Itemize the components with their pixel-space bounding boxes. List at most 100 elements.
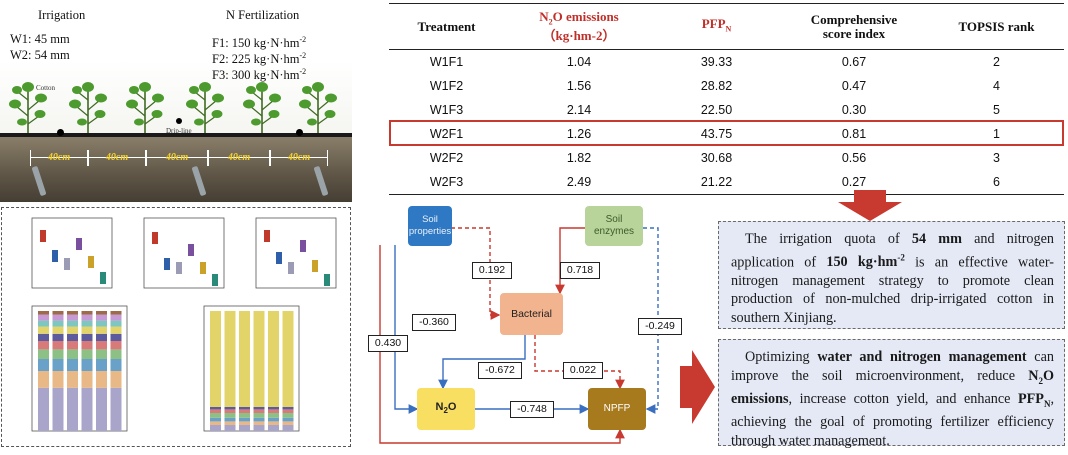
sky-background	[0, 60, 352, 140]
boxplot-box	[152, 232, 158, 244]
stacked-segment	[52, 320, 64, 327]
boxplot-box	[188, 244, 194, 256]
n2o-node-o: O	[447, 400, 457, 413]
stacked-segment	[52, 333, 64, 341]
stacked-segment	[38, 341, 49, 350]
pfp-header-text: PFP	[701, 15, 726, 31]
stacked-segment	[96, 314, 107, 321]
box1-bold-nitrogen-value: 150 kg·hm	[826, 254, 898, 271]
boxplot-box	[176, 262, 182, 274]
spacing-label: 40cm	[105, 152, 129, 163]
cell-pfp: 28.82	[700, 78, 733, 93]
right-arrow-icon	[680, 350, 715, 424]
cotton-plant-icon	[8, 76, 48, 138]
node-bacterial: Bacterial	[500, 293, 563, 335]
stacked-segment	[81, 371, 93, 388]
stacked-segment	[224, 425, 236, 431]
conclusion-box-2: Optimizing water and nitrogen management…	[718, 339, 1065, 449]
boxplot-box	[76, 238, 82, 250]
boxplot-box	[164, 258, 170, 270]
stacked-segment	[67, 314, 78, 321]
box2-text-2: can improve the soil microenvironment, r…	[731, 349, 1054, 384]
stacked-segment	[268, 425, 279, 431]
stacked-segment	[52, 311, 64, 315]
box2-bold-management: water and nitrogen management	[817, 349, 1027, 365]
cell-treatment: W2F1	[429, 127, 464, 142]
box2-n2o-n: N	[1028, 367, 1039, 384]
best-treatment-highlight	[389, 120, 1064, 146]
stacked-segment	[210, 311, 221, 407]
stacked-segment	[52, 349, 64, 359]
irrigation-w2: W2: 54 mm	[10, 48, 70, 62]
stacked-segment	[224, 311, 236, 407]
stacked-segment	[239, 407, 250, 410]
stacked-segment	[239, 425, 250, 431]
box1-bold-nitrogen: 150 kg·hm-2	[826, 253, 904, 271]
stacked-segment	[81, 387, 93, 431]
conclusion-box-1: The irrigation quota of 54 mm and nitrog…	[718, 221, 1065, 329]
n-fertilization-title: N Fertilization	[226, 8, 300, 22]
soil-enzymes-line2: enzymes	[593, 226, 634, 237]
stacked-segment	[239, 311, 250, 407]
stacked-segment	[110, 387, 122, 431]
stacked-segment	[224, 413, 236, 418]
box2-pfp-sub: N	[1043, 398, 1051, 409]
f3-text: F3: 300 kg·N·hm	[212, 68, 300, 83]
f1-text: F1: 150 kg·N·hm	[212, 36, 300, 51]
stacked-segment	[224, 407, 236, 410]
stacked-segment	[210, 407, 221, 410]
stacked-segment	[81, 314, 93, 321]
stacked-segment	[253, 407, 265, 410]
cell-n2o: 1.82	[566, 151, 592, 166]
n2o-header-text: O emissions	[552, 8, 619, 24]
stacked-segment	[52, 359, 64, 371]
stacked-segment	[38, 387, 49, 431]
coef-soil-properties-bacterial: 0.192	[472, 262, 512, 279]
n2o-node-sub: 2	[443, 406, 448, 416]
soil-surface	[0, 136, 352, 202]
coef-n2o-npfp: -0.748	[510, 401, 554, 418]
stacked-segment	[38, 314, 49, 321]
down-arrow-icon	[838, 190, 902, 221]
coef-enzymes-npfp: -0.249	[638, 318, 682, 335]
col-n2o-emissions: N2O emissions （kg·hm-2）	[504, 4, 654, 50]
stacked-segment	[268, 421, 279, 425]
cotton-label: Cotton	[36, 84, 56, 92]
stacked-segment	[110, 333, 122, 341]
stacked-segment	[67, 341, 78, 350]
stacked-segment	[67, 349, 78, 359]
box2-bold-n2o: N2O emissions	[731, 368, 1054, 407]
fertilization-f3: F3: 300 kg·N·hm-2	[212, 65, 306, 82]
stacked-segment	[253, 413, 265, 418]
score-header-line2: score index	[822, 25, 886, 41]
cell-score: 0.27	[841, 175, 867, 190]
microbial-results-panel	[1, 207, 351, 447]
spacing-label: 40cm	[47, 152, 71, 163]
stacked-segment	[224, 409, 236, 413]
stacked-segment	[81, 359, 93, 371]
box2-bold-pfpn: PFPN	[1018, 391, 1051, 409]
stacked-segment	[268, 407, 279, 410]
cell-rank: 2	[993, 54, 1000, 69]
stacked-segment	[282, 409, 294, 413]
cell-pfp: 39.33	[700, 54, 733, 69]
boxplot-box	[300, 240, 306, 252]
cell-treatment: W1F1	[429, 54, 464, 69]
stacked-segment	[96, 387, 107, 431]
stacked-segment	[67, 326, 78, 334]
stacked-segment	[38, 311, 49, 315]
node-npfp: NPFP	[588, 388, 646, 430]
irrigation-title: Irrigation	[38, 8, 86, 22]
coef-soil-properties-npfp: 0.430	[368, 335, 408, 352]
stacked-segment	[67, 311, 78, 315]
stacked-segment	[52, 387, 64, 431]
stacked-segment	[110, 320, 122, 327]
stacked-segment	[67, 359, 78, 371]
stacked-segment	[110, 359, 122, 371]
